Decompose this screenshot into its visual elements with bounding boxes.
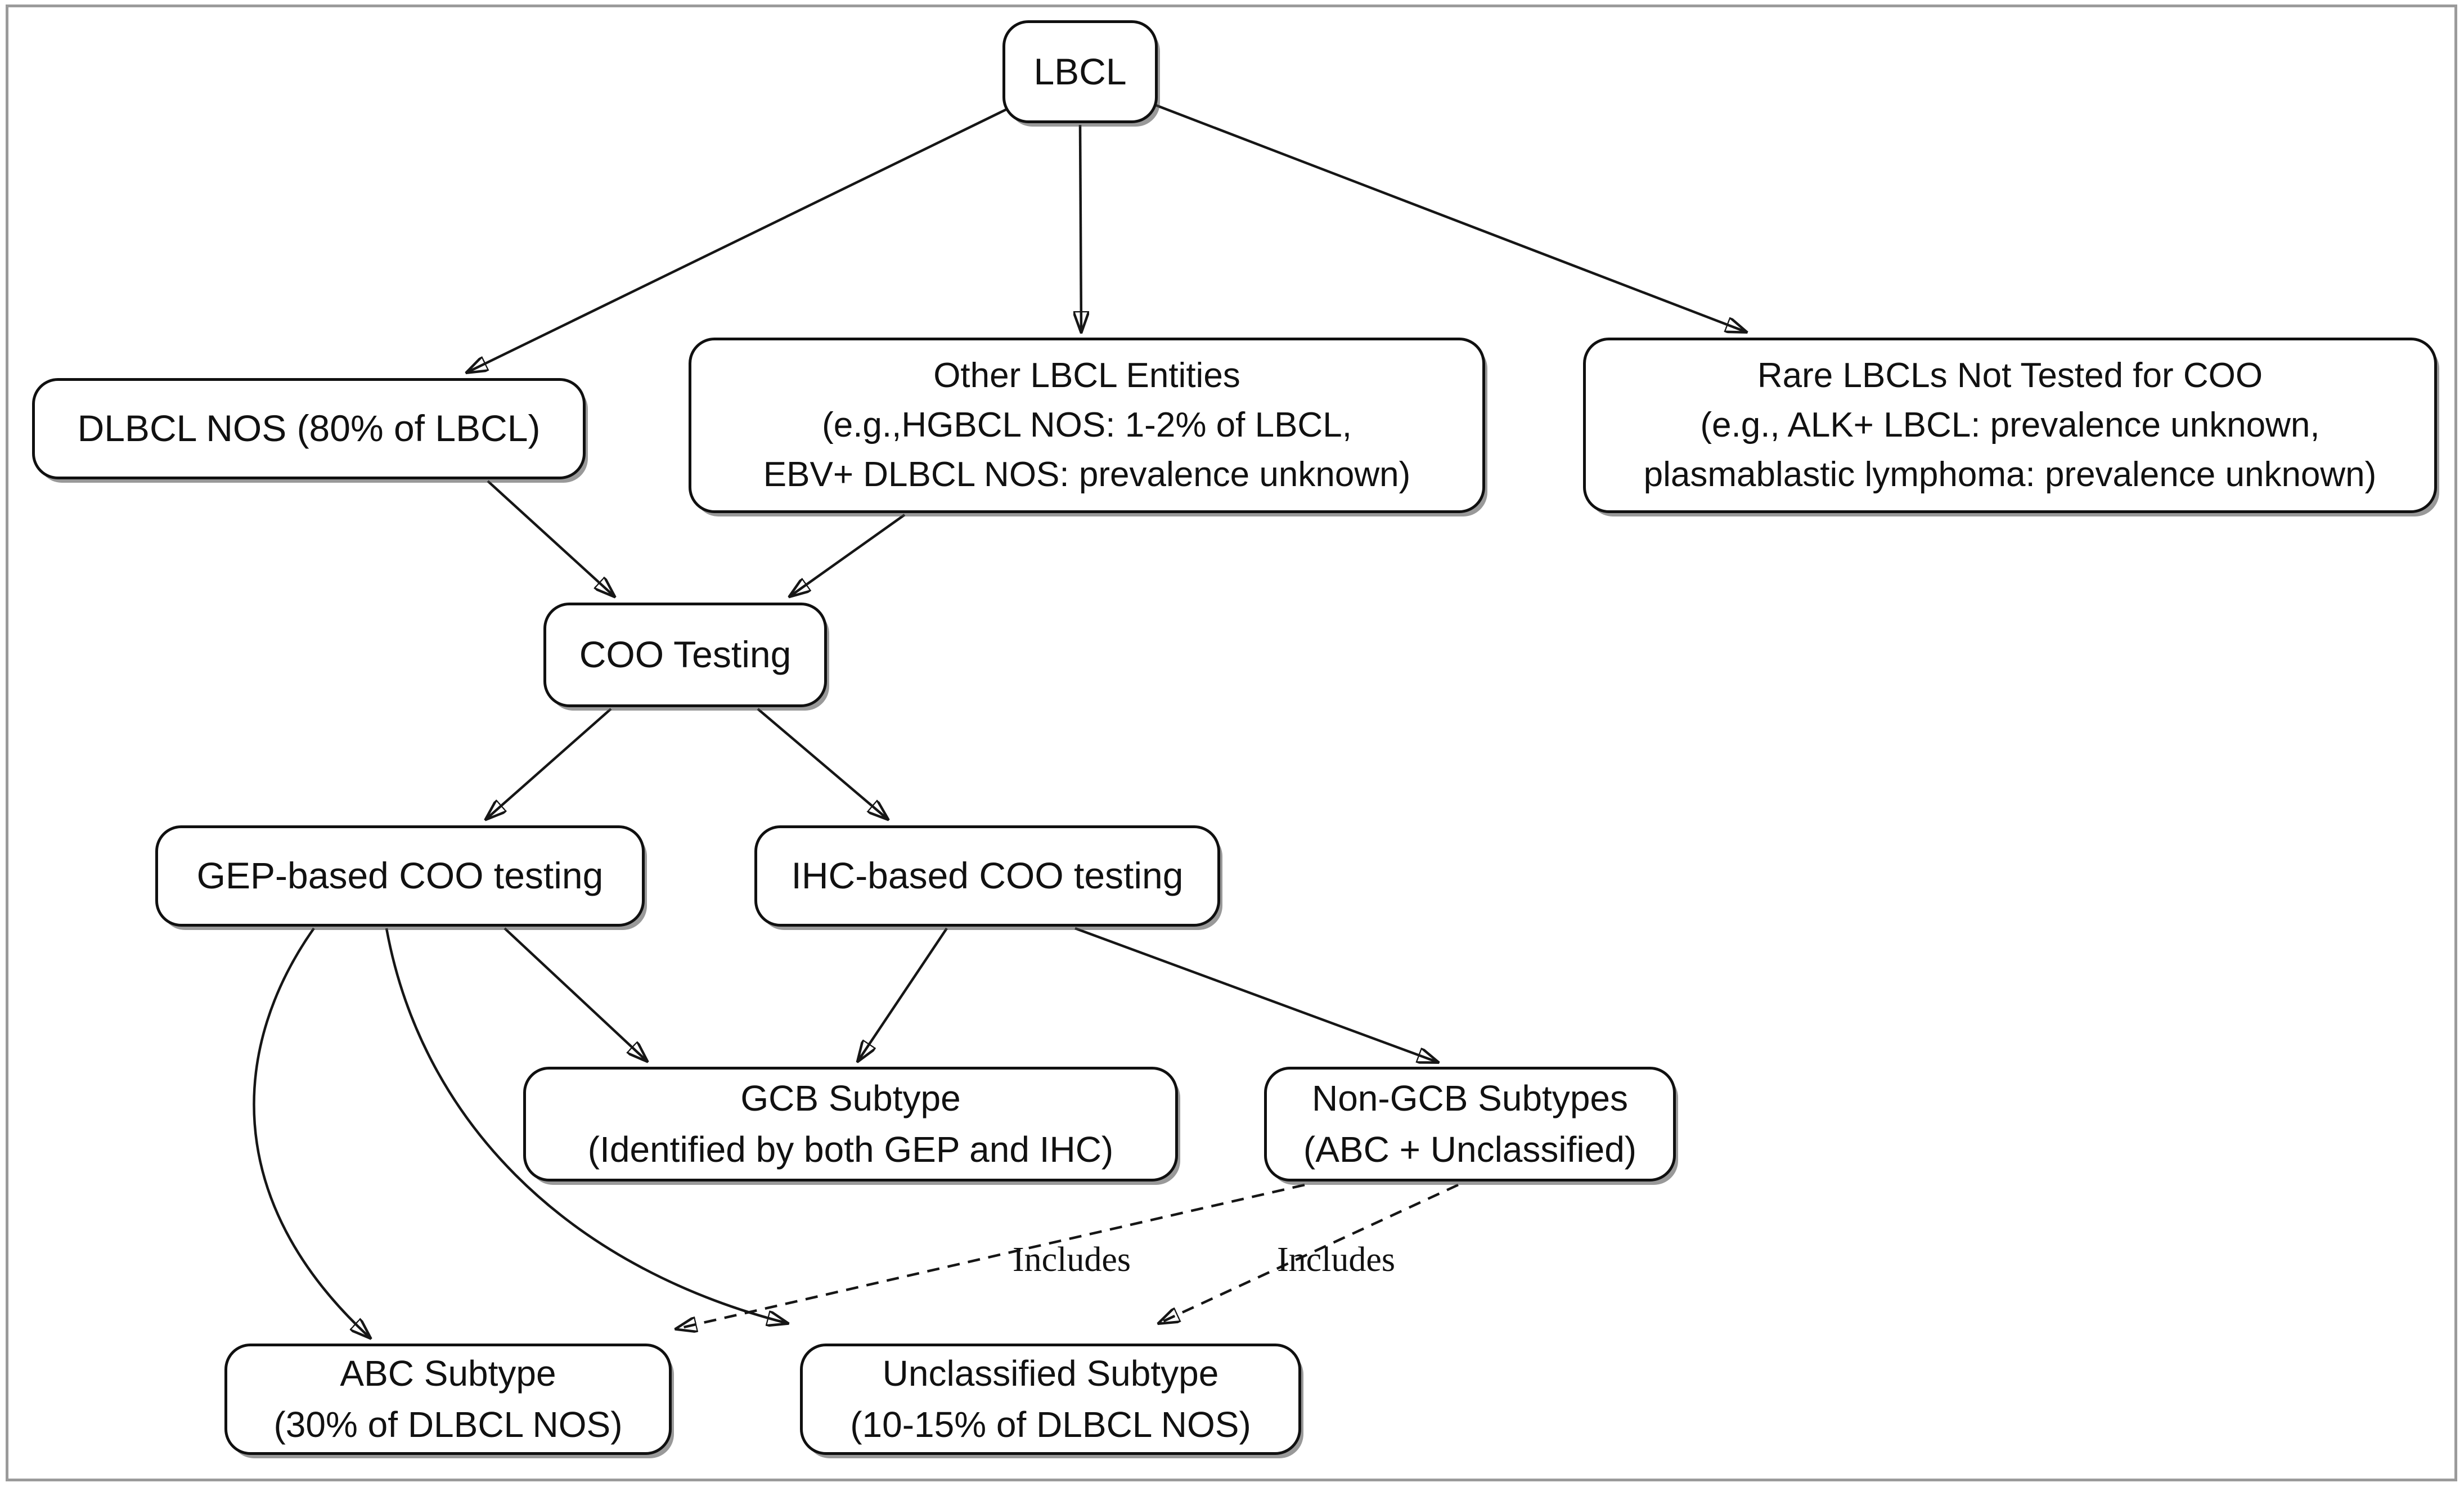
- node-unclassified-line-1: Unclassified Subtype: [882, 1353, 1219, 1394]
- node-lbcl: LBCL: [1002, 20, 1158, 123]
- edge-ihc-to-nongcb: [1074, 927, 1438, 1062]
- node-other-lbcl-entities: Other LBCL Entities (e.g.,HGBCL NOS: 1-2…: [689, 338, 1485, 513]
- node-coo-testing-label: COO Testing: [579, 634, 792, 676]
- node-rare-lbcls: Rare LBCLs Not Tested for COO (e.g., ALK…: [1583, 338, 2437, 513]
- edge-nongcb-to-unclassified: [1159, 1183, 1459, 1323]
- edge-lbcl-to-dlbcl: [467, 106, 1010, 372]
- node-dlbcl-nos: DLBCL NOS (80% of LBCL): [32, 378, 586, 479]
- edge-gep-to-unclassified: [385, 928, 788, 1323]
- node-rare-line-2: (e.g., ALK+ LBCL: prevalence unknown,: [1700, 405, 2320, 444]
- node-non-gcb-line-1: Non-GCB Subtypes: [1311, 1078, 1629, 1119]
- edge-dlbcl-to-coo: [487, 480, 614, 596]
- node-rare-line-1: Rare LBCLs Not Tested for COO: [1757, 356, 2263, 395]
- node-abc-line-1: ABC Subtype: [340, 1353, 556, 1394]
- edge-label-includes-unclassified: Includes: [1277, 1241, 1396, 1279]
- edge-coo-to-gep: [486, 708, 612, 819]
- node-ihc-label: IHC-based COO testing: [791, 855, 1184, 897]
- node-other-line-2: (e.g.,HGBCL NOS: 1-2% of LBCL,: [822, 405, 1352, 444]
- edge-coo-to-ihc: [757, 708, 888, 819]
- node-ihc-based-testing: IHC-based COO testing: [754, 825, 1220, 927]
- node-rare-line-3: plasmablastic lymphoma: prevalence unkno…: [1643, 455, 2377, 495]
- node-lbcl-label: LBCL: [1033, 50, 1127, 92]
- edge-gep-to-abc: [253, 927, 370, 1338]
- node-non-gcb-line-2: (ABC + Unclassified): [1303, 1129, 1637, 1170]
- node-unclassified-line-2: (10-15% of DLBCL NOS): [850, 1404, 1251, 1445]
- node-other-line-1: Other LBCL Entities: [933, 356, 1240, 395]
- node-unclassified-subtype: Unclassified Subtype (10-15% of DLBCL NO…: [800, 1344, 1301, 1455]
- node-dlbcl-nos-label: DLBCL NOS (80% of LBCL): [77, 407, 541, 450]
- edge-other-to-coo: [790, 514, 906, 596]
- node-abc-subtype: ABC Subtype (30% of DLBCL NOS): [224, 1344, 672, 1455]
- edge-gep-to-gcb: [503, 927, 647, 1061]
- edge-nongcb-to-abc: [676, 1183, 1305, 1329]
- edge-lbcl-to-other: [1080, 124, 1081, 332]
- node-gep-based-testing: GEP-based COO testing: [155, 825, 645, 927]
- node-gcb-line-1: GCB Subtype: [740, 1078, 961, 1119]
- node-coo-testing: COO Testing: [543, 603, 827, 707]
- edge-label-includes-abc: Includes: [1013, 1241, 1131, 1279]
- node-non-gcb-subtypes: Non-GCB Subtypes (ABC + Unclassified): [1264, 1067, 1676, 1181]
- node-abc-line-2: (30% of DLBCL NOS): [273, 1404, 623, 1445]
- node-gep-label: GEP-based COO testing: [196, 855, 604, 897]
- node-other-line-3: EBV+ DLBCL NOS: prevalence unknown): [763, 455, 1411, 495]
- edge-lbcl-to-rare: [1154, 103, 1746, 332]
- node-gcb-subtype: GCB Subtype (Identified by both GEP and …: [523, 1067, 1178, 1181]
- node-gcb-line-2: (Identified by both GEP and IHC): [587, 1129, 1114, 1170]
- edge-ihc-to-gcb: [858, 927, 948, 1061]
